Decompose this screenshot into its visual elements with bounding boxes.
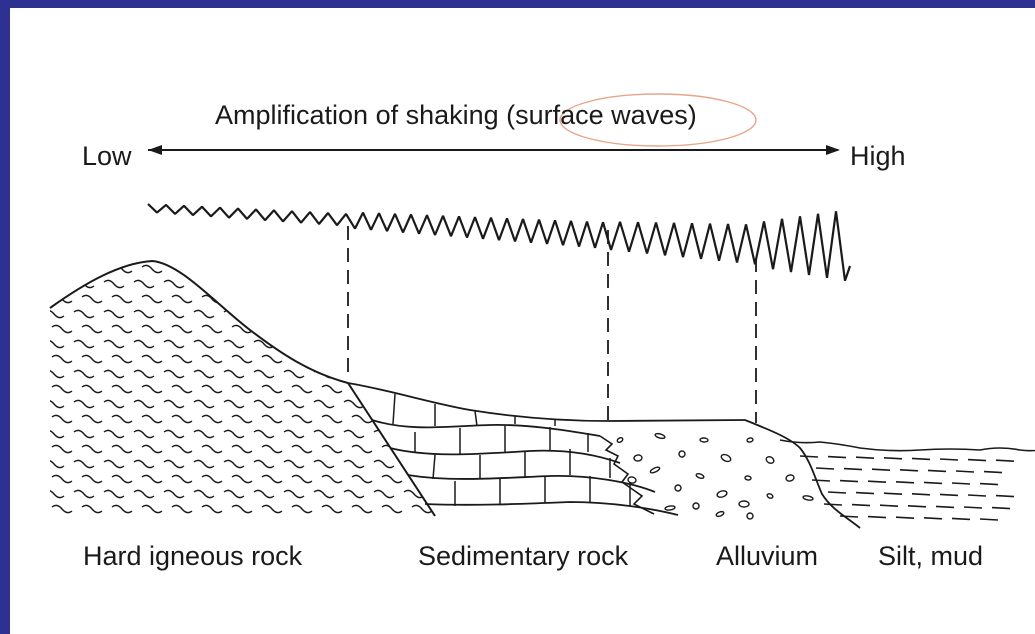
alluvium-pebble — [616, 437, 624, 443]
alluvium-pebble — [678, 450, 686, 458]
silt-dash — [883, 457, 903, 460]
sedimentary-rock-body — [347, 382, 746, 516]
zone-divider-lines — [347, 226, 757, 423]
alluvium-pebble — [785, 474, 795, 482]
alluvium-pebble — [649, 466, 661, 474]
silt-dash — [827, 455, 847, 459]
alluvium-pebble — [699, 437, 709, 443]
silt-dash — [991, 506, 1011, 510]
zone-label-alluvium: Alluvium — [716, 541, 819, 571]
silt-dash — [979, 482, 999, 486]
axis-low-label: Low — [82, 141, 132, 171]
silt-dash — [895, 481, 915, 484]
silt-dash — [843, 467, 863, 471]
silt-dash — [899, 469, 919, 472]
silt-dash — [879, 504, 899, 507]
axis-high-label: High — [850, 141, 906, 171]
silt-mud-body — [779, 439, 1035, 521]
silt-dash — [923, 517, 943, 520]
silt-dash — [871, 468, 891, 471]
alluvium-pebble — [746, 512, 754, 520]
silt-dash — [895, 516, 915, 519]
silt-dash — [951, 517, 971, 521]
zone-label-igneous: Hard igneous rock — [83, 541, 303, 571]
alluvium-body — [616, 419, 861, 529]
alluvium-pebble — [766, 493, 774, 499]
alluvium-pebble — [627, 476, 637, 484]
zone-label-sedimentary: Sedimentary rock — [418, 541, 629, 571]
cross-section-diagram — [49, 93, 1035, 529]
silt-dash — [911, 493, 931, 496]
silt-dash — [823, 503, 843, 506]
alluvium-pebble — [654, 432, 666, 440]
silt-dash — [963, 506, 983, 509]
seismogram-trace — [147, 203, 852, 282]
alluvium-pebble — [715, 510, 725, 518]
zone-label-silt-mud: Silt, mud — [878, 541, 984, 571]
alluvium-pebble — [738, 500, 750, 508]
alluvium-pebble — [674, 484, 682, 492]
silt-dash — [995, 459, 1015, 462]
silt-dash — [927, 469, 947, 473]
silt-dash — [967, 458, 987, 462]
silt-dash — [827, 491, 847, 494]
silt-dash — [855, 456, 875, 459]
amplification-axis-arrow — [148, 145, 840, 155]
alluvium-pebble — [746, 437, 754, 443]
silt-dash — [967, 494, 987, 497]
silt-dash — [955, 470, 975, 473]
silt-dash — [939, 458, 959, 461]
alluvium-pebble — [720, 453, 732, 463]
alluvium-pebble — [744, 475, 752, 481]
silt-dash — [951, 482, 971, 485]
silt-dash — [839, 515, 859, 518]
silt-dash — [907, 505, 927, 508]
alluvium-pebble — [802, 495, 814, 501]
silt-dash — [939, 493, 959, 497]
silt-dash — [911, 457, 931, 461]
silt-dash — [883, 492, 903, 495]
surface-waves-highlight — [559, 93, 757, 147]
silt-dash — [923, 481, 943, 485]
silt-dash — [935, 505, 955, 509]
silt-dash — [851, 503, 871, 507]
silt-dash — [979, 518, 999, 521]
diagram-frame: Amplification of shaking (surface waves)… — [10, 8, 1035, 634]
alluvium-pebble — [692, 502, 700, 510]
alluvium-pebble — [695, 472, 705, 480]
alluvium-pebble — [664, 505, 676, 511]
silt-dash — [855, 491, 875, 495]
silt-dash — [811, 479, 831, 482]
alluvium-pebble — [765, 456, 775, 464]
silt-dash — [983, 470, 1003, 474]
silt-dash — [867, 515, 887, 519]
silt-dash — [867, 480, 887, 483]
silt-dash — [839, 479, 859, 483]
diagram-title: Amplification of shaking (surface waves) — [215, 100, 697, 130]
silt-dash — [799, 455, 819, 458]
alluvium-pebble — [633, 454, 643, 462]
igneous-rock-body — [49, 259, 436, 517]
alluvium-pebble — [716, 490, 728, 498]
silt-dash — [995, 494, 1015, 498]
silt-dash — [815, 467, 835, 470]
